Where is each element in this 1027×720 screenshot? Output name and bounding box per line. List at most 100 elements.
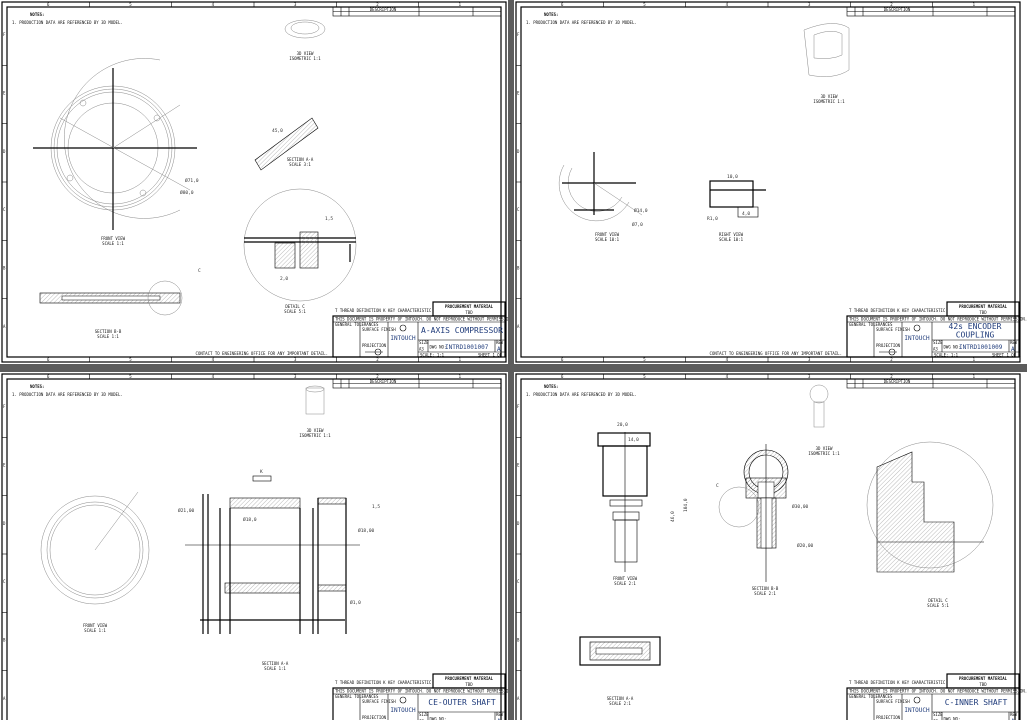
row-label: E — [3, 91, 6, 96]
row-label: E — [3, 463, 6, 468]
row-label: D — [3, 521, 6, 526]
dimension-label: Ø30,00 — [792, 503, 809, 510]
finish-label: SURFACE FINISH — [362, 327, 396, 332]
view-label: FRONT VIEW — [83, 623, 108, 628]
zone-label: 5 — [643, 374, 646, 379]
row-label: B — [3, 638, 6, 643]
row-label: D — [3, 149, 6, 154]
title-block — [846, 687, 1020, 720]
front-view: Ø14,0 Ø7,0 FRONT VIEW SCALE 10:1 — [558, 152, 648, 242]
dimension-label: Ø80,0 — [180, 189, 194, 196]
company-logo-icon — [913, 696, 921, 704]
row-label: A — [517, 324, 520, 329]
view-label: SCALE 2:1 — [754, 591, 776, 596]
zone-label: 6 — [47, 2, 50, 7]
material-value: TBD — [465, 310, 473, 315]
dimension-label: 1,5 — [372, 504, 380, 510]
zone-label: 6 — [561, 357, 564, 362]
zone-label: 2 — [376, 374, 379, 379]
zone-label: 3 — [294, 357, 297, 362]
dimension-label: Ø20,00 — [797, 542, 814, 549]
zone-label: 3 — [294, 2, 297, 7]
company-logo-icon — [399, 324, 407, 332]
drawing-title: A-AXIS COMPRESSOR — [421, 326, 503, 335]
zone-label: 1 — [973, 374, 976, 379]
note-1: 1. PRODUCTION DATA ARE REFERENCED BY 3D … — [12, 392, 123, 397]
detail-c: DETAIL C SCALE 5:1 — [866, 441, 994, 608]
dimension-label: Ø71,0 — [185, 177, 199, 184]
front-view: 20,0 14,0 46,0 104,0 FRONT VIEW SCALE 2:… — [597, 422, 689, 586]
view-label: SCALE 1:1 — [102, 241, 124, 246]
section-b-b: C Ø30,00 Ø20,00 SECTION B-B SCALE 2:1 — [716, 444, 814, 596]
zone-label: 5 — [129, 374, 132, 379]
company-name: INTOUCH — [390, 707, 416, 714]
dwg-label: DWG NO: — [430, 345, 447, 350]
contact-note: CONTACT TO ENGINEERING OFFICE FOR ANY IM… — [196, 351, 328, 356]
zone-label: 2 — [890, 374, 893, 379]
view-label: SCALE 10:1 — [595, 237, 620, 242]
view-label: SCALE 1:1 — [84, 628, 106, 633]
finish-label: SURFACE FINISH — [362, 699, 396, 704]
size-label: SIZE — [933, 340, 943, 345]
title-block — [332, 315, 506, 358]
zone-label: 4 — [212, 374, 215, 379]
size-label: SIZE — [419, 712, 429, 717]
zone-label: 2 — [376, 2, 379, 7]
finish-label: SURFACE FINISH — [876, 327, 910, 332]
zone-label: 4 — [726, 374, 729, 379]
row-label: F — [517, 32, 520, 37]
projection-label: PROJECTION — [876, 715, 901, 720]
view-label: ISOMETRIC 1:1 — [289, 56, 321, 61]
material-label: PROCUREMENT MATERIAL — [959, 304, 1008, 309]
notes-heading: NOTES: — [30, 384, 44, 389]
zone-label: 4 — [726, 357, 729, 362]
material-label: PROCUREMENT MATERIAL — [959, 676, 1008, 681]
zone-label: 2 — [890, 357, 893, 362]
notes-heading: NOTES: — [30, 12, 44, 17]
rev-label: REV — [1010, 712, 1018, 717]
dwg-label: DWG NO: — [944, 345, 961, 350]
drawing-title: 42s ENCODER — [949, 322, 1002, 331]
disclaimer: THIS DOCUMENT IS PROPERTY OF INTOUCH. DO… — [335, 689, 508, 694]
row-label: A — [3, 696, 6, 701]
view-label: 3D VIEW — [821, 94, 838, 99]
dimension-label: 45,0 — [272, 128, 283, 134]
dimension-label: Ø18,0 — [243, 516, 257, 523]
drawing-number: INTRD1001009 — [959, 344, 1003, 351]
rev-label: REV — [1010, 340, 1018, 345]
inner-border — [520, 6, 1016, 358]
zone-label: 4 — [726, 2, 729, 7]
company-logo-icon — [399, 696, 407, 704]
dimension-label: 46,0 — [670, 511, 676, 522]
disclaimer: THIS DOCUMENT IS PROPERTY OF INTOUCH. DO… — [335, 317, 508, 322]
3d-view: 3D VIEW ISOMETRIC 1:1 — [299, 385, 331, 438]
inner-border — [6, 378, 502, 720]
dimension-label: Ø21,00 — [178, 507, 195, 514]
front-view: FRONT VIEW SCALE 1:1 — [40, 491, 150, 633]
view-label: SECTION B-B — [95, 329, 122, 334]
section-a-a: SECTION A-A SCALE 2:1 — [579, 636, 661, 706]
front-view: Ø71,0 Ø80,0 FRONT VIEW SCALE 1:1 — [33, 58, 199, 246]
material-label: PROCUREMENT MATERIAL — [445, 676, 494, 681]
zone-label: 2 — [890, 2, 893, 7]
3d-view: 3D VIEW ISOMETRIC 1:1 — [803, 23, 850, 104]
zone-label: 6 — [47, 374, 50, 379]
dwg-label: DWG NO: — [944, 717, 961, 720]
section-a-a: 45,0 SECTION A-A SCALE 3:1 — [254, 117, 319, 171]
row-label: E — [517, 91, 520, 96]
view-label: RIGHT VIEW — [719, 232, 744, 237]
view-label: SCALE 2:1 — [609, 701, 631, 706]
drawing-title: CE-OUTER SHAFT — [428, 698, 496, 707]
dimension-label: Ø18,00 — [358, 527, 375, 534]
projection-symbol-icon — [374, 348, 382, 356]
revision-header: DESCRIPTION — [370, 7, 397, 12]
view-label: DETAIL C — [928, 598, 948, 603]
row-label: C — [517, 207, 520, 212]
finish-label: SURFACE FINISH — [876, 699, 910, 704]
zone-label: 1 — [459, 2, 462, 7]
zone-label: 4 — [212, 2, 215, 7]
